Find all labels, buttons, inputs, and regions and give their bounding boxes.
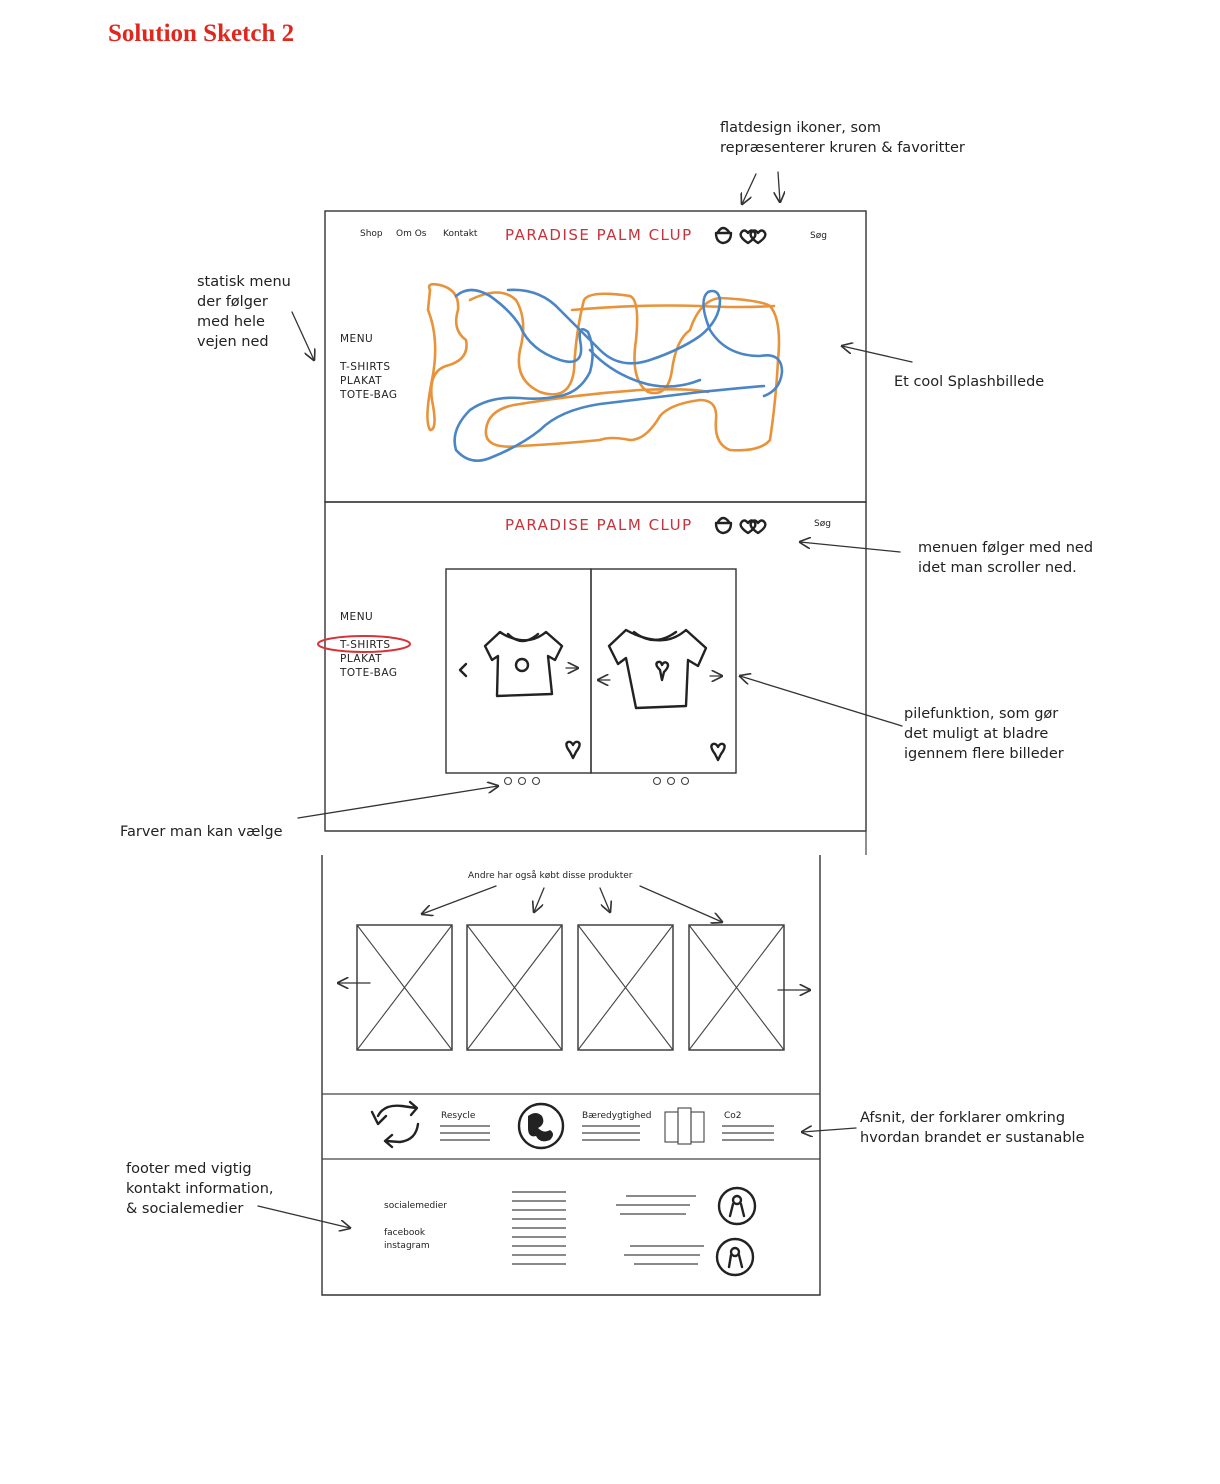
selected-highlight bbox=[317, 635, 411, 653]
footer-link-instagram[interactable]: instagram bbox=[384, 1241, 430, 1251]
favorites-icon[interactable] bbox=[739, 229, 767, 245]
note-footer-2: kontakt information, bbox=[126, 1181, 274, 1197]
frame-1-landing: Shop Om Os Kontakt PARADISE PALM CLUP Sø… bbox=[324, 210, 867, 503]
search-link-sticky[interactable]: Søg bbox=[814, 519, 831, 529]
menu-item-tote-bag-2[interactable]: TOTE-BAG bbox=[339, 667, 397, 679]
note-menu-follows-1: menuen følger med ned bbox=[918, 540, 1093, 556]
nav-shop[interactable]: Shop bbox=[360, 229, 383, 239]
sustain-label-baeredygtighed: Bæredygtighed bbox=[582, 1111, 652, 1121]
heart-icon-1[interactable] bbox=[565, 740, 581, 760]
arrow-footer bbox=[257, 1205, 350, 1228]
arrow-colors bbox=[297, 786, 498, 819]
color-dots-2[interactable] bbox=[652, 776, 690, 786]
search-link[interactable]: Søg bbox=[810, 231, 827, 241]
tshirt-icon-1 bbox=[483, 630, 564, 698]
favorites-icon-sticky[interactable] bbox=[739, 519, 767, 535]
frame-2-product: PARADISE PALM CLUP Søg MENU T-SHIRTS PLA… bbox=[317, 501, 867, 855]
brand-logo[interactable]: PARADISE PALM CLUP bbox=[505, 226, 693, 244]
note-footer-1: footer med vigtig bbox=[126, 1161, 252, 1177]
product-card-2[interactable] bbox=[590, 568, 737, 774]
nav-kontakt[interactable]: Kontakt bbox=[443, 229, 478, 239]
note-menu-follows-2: idet man scroller ned. bbox=[918, 560, 1077, 576]
co2-icon bbox=[664, 1107, 705, 1145]
related-product-1[interactable] bbox=[356, 924, 453, 1051]
related-product-4[interactable] bbox=[688, 924, 785, 1051]
heart-icon-2[interactable] bbox=[710, 742, 726, 762]
arrow-sustain bbox=[802, 1128, 857, 1132]
note-sustain-2: hvordan brandet er sustanable bbox=[860, 1130, 1085, 1146]
note-arrow-fn-2: det muligt at bladre bbox=[904, 726, 1048, 742]
note-static-line2: der følger bbox=[197, 294, 268, 310]
arrow-static-menu bbox=[291, 311, 314, 360]
basket-icon-sticky[interactable] bbox=[714, 516, 733, 535]
note-sustain-1: Afsnit, der forklarer omkring bbox=[860, 1110, 1065, 1126]
splash-image bbox=[426, 282, 784, 462]
menu-item-tshirts[interactable]: T-SHIRTS bbox=[339, 361, 391, 373]
related-product-3[interactable] bbox=[577, 924, 674, 1051]
menu-heading: MENU bbox=[340, 333, 373, 345]
page-title: Solution Sketch 2 bbox=[108, 20, 295, 47]
menu-item-plakat-2[interactable]: PLAKAT bbox=[340, 653, 382, 665]
footer-text-column-2 bbox=[616, 1195, 704, 1265]
brand-logo-sticky[interactable]: PARADISE PALM CLUP bbox=[505, 516, 693, 534]
footer-text-column-1 bbox=[512, 1191, 566, 1265]
sustain-label-co2: Co2 bbox=[724, 1111, 742, 1121]
contact-icon-1[interactable] bbox=[717, 1186, 757, 1226]
footer-link-facebook[interactable]: facebook bbox=[384, 1228, 426, 1238]
tshirt-icon-2 bbox=[607, 628, 708, 710]
others-bought-label: Andre har også købt disse produkter bbox=[468, 870, 633, 881]
arrow-to-basket-icon bbox=[742, 173, 757, 204]
arrow-left-icon-1[interactable] bbox=[458, 662, 468, 678]
menu-item-tshirts-2[interactable]: T-SHIRTS bbox=[339, 639, 391, 651]
recycle-icon bbox=[370, 1100, 420, 1149]
sustain-label-recycle: Resycle bbox=[441, 1111, 476, 1121]
footer-social-heading: socialemedier bbox=[384, 1201, 447, 1211]
menu-item-plakat[interactable]: PLAKAT bbox=[340, 375, 382, 387]
related-product-2[interactable] bbox=[466, 924, 563, 1051]
note-splash: Et cool Splashbillede bbox=[894, 374, 1044, 390]
note-static-line4: vejen ned bbox=[197, 334, 269, 350]
frame-3-bottom: Andre har også købt disse produkter bbox=[321, 855, 821, 1296]
menu-heading-2: MENU bbox=[340, 611, 373, 623]
arrow-to-heart-icon bbox=[778, 171, 780, 202]
color-dots-1[interactable] bbox=[503, 776, 541, 786]
note-arrow-fn-1: pilefunktion, som gør bbox=[904, 706, 1058, 722]
contact-icon-2[interactable] bbox=[715, 1237, 755, 1277]
note-colors: Farver man kan vælge bbox=[120, 824, 283, 840]
note-icons-line1: flatdesign ikoner, som bbox=[720, 120, 881, 136]
arrow-splash bbox=[842, 346, 913, 363]
note-icons-line2: repræsenterer kruren & favoritter bbox=[720, 140, 965, 156]
arrow-menu-follows bbox=[800, 542, 901, 553]
note-footer-3: & socialemedier bbox=[126, 1201, 243, 1217]
note-arrow-fn-3: igennem flere billeder bbox=[904, 746, 1064, 762]
globe-icon bbox=[517, 1102, 565, 1150]
arrow-pilefunktion bbox=[740, 676, 903, 727]
note-static-line1: statisk menu bbox=[197, 274, 291, 290]
basket-icon[interactable] bbox=[714, 226, 733, 245]
note-static-line3: med hele bbox=[197, 314, 265, 330]
nav-om-os[interactable]: Om Os bbox=[396, 229, 427, 239]
menu-item-tote-bag[interactable]: TOTE-BAG bbox=[339, 389, 397, 401]
